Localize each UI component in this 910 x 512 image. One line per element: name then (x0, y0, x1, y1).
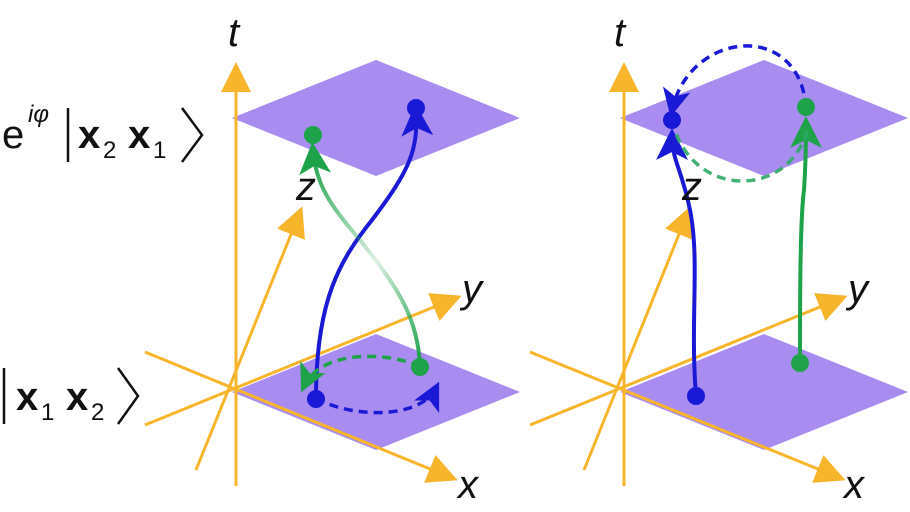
phase-exponent: iφ (28, 101, 49, 128)
left-green-dashed-loop (300, 354, 421, 393)
ket-angle-top (180, 107, 204, 163)
left-y-label: y (459, 267, 485, 311)
right-panel: t z y x (529, 11, 908, 507)
left-lower-blue-dot (307, 390, 325, 408)
top-index-b: 1 (153, 137, 166, 164)
top-ket-label: e iφ x 2 x 1 (2, 101, 204, 164)
left-upper-blue-dot (407, 99, 425, 117)
bottom-particle-b: x (66, 375, 88, 419)
right-t-label: t (614, 11, 627, 55)
left-lower-plane (232, 334, 520, 450)
right-upper-green-dot (797, 98, 815, 116)
right-lower-green-dot (791, 354, 809, 372)
left-upper-green-dot (304, 126, 322, 144)
right-green-worldline (789, 116, 822, 365)
bottom-particle-a: x (16, 375, 38, 419)
left-t-label: t (228, 11, 241, 55)
left-green-worldline (299, 142, 422, 367)
left-x-label: x (456, 463, 480, 507)
right-x-label: x (842, 463, 866, 507)
top-index-a: 2 (103, 137, 116, 164)
right-y-label: y (845, 267, 871, 311)
left-blue-worldline (314, 104, 434, 399)
bottom-index-b: 2 (91, 399, 104, 426)
left-z-axis (194, 206, 305, 471)
left-upper-plane (232, 60, 520, 176)
bottom-ket-label: x 1 x 2 (2, 367, 140, 426)
ket-angle-bottom (116, 367, 140, 425)
right-green-dashed-loop (670, 119, 810, 183)
right-blue-worldline (656, 128, 698, 397)
right-z-label: z (681, 165, 702, 209)
right-upper-plane (620, 60, 908, 176)
top-particle-b: x (128, 113, 150, 157)
top-particle-a: x (78, 113, 100, 157)
right-lower-blue-dot (687, 387, 705, 405)
bottom-index-a: 1 (41, 399, 54, 426)
right-z-axis (582, 206, 693, 471)
right-lower-plane (620, 334, 908, 450)
right-upper-blue-dot (663, 111, 681, 129)
phase-base: e (2, 113, 24, 157)
right-y-axis (529, 293, 848, 427)
left-z-label: z (295, 165, 316, 209)
left-x-axis (144, 350, 458, 483)
right-blue-dashed-loop (662, 44, 808, 117)
right-x-axis (529, 350, 846, 483)
left-panel: t z y x (144, 11, 520, 507)
left-lower-green-dot (411, 358, 429, 376)
